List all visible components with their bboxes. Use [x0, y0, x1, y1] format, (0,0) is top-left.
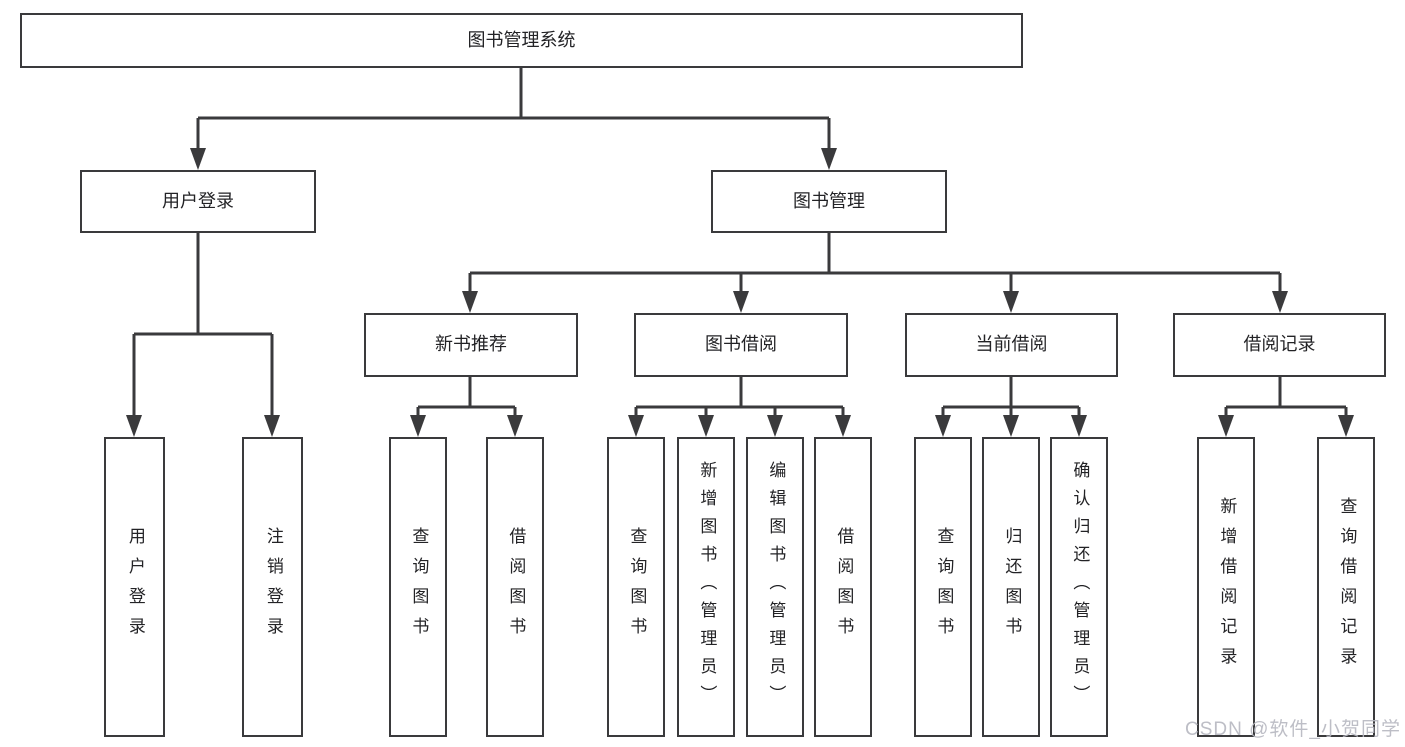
node-book-borrowing-label: 图书借阅: [705, 334, 777, 355]
leaf-confirm-return-admin-label: 确认归还（管理员）: [1070, 461, 1090, 713]
leaf-query-books-current: 查询图书: [914, 437, 972, 737]
leaf-logout-label: 注销登录: [263, 527, 283, 647]
leaf-borrow-books-recommend: 借阅图书: [486, 437, 544, 737]
node-borrowing-records: 借阅记录: [1173, 313, 1386, 377]
leaf-user-login: 用户登录: [104, 437, 165, 737]
leaf-query-books-recommend-label: 查询图书: [409, 527, 429, 647]
node-current-borrowing: 当前借阅: [905, 313, 1118, 377]
node-new-book-recommend: 新书推荐: [364, 313, 578, 377]
leaf-confirm-return-admin: 确认归还（管理员）: [1050, 437, 1108, 737]
node-root-system-label: 图书管理系统: [467, 29, 576, 50]
node-book-borrowing: 图书借阅: [634, 313, 848, 377]
leaf-edit-book-admin: 编辑图书（管理员）: [746, 437, 804, 737]
leaf-borrow-books-borrowing: 借阅图书: [814, 437, 872, 737]
node-user-login-label: 用户登录: [162, 190, 234, 211]
leaf-add-borrow-record: 新增借阅记录: [1197, 437, 1255, 737]
leaf-return-books: 归还图书: [982, 437, 1040, 737]
leaf-query-books-recommend: 查询图书: [389, 437, 447, 737]
leaf-add-book-admin: 新增图书（管理员）: [677, 437, 735, 737]
leaf-query-borrow-record: 查询借阅记录: [1317, 437, 1375, 737]
node-borrowing-records-label: 借阅记录: [1243, 334, 1316, 355]
node-new-book-recommend-label: 新书推荐: [435, 334, 507, 355]
leaf-user-login-label: 用户登录: [125, 527, 145, 647]
node-current-borrowing-label: 当前借阅: [975, 334, 1048, 355]
leaf-return-books-label: 归还图书: [1002, 527, 1022, 647]
node-root-system: 图书管理系统: [20, 13, 1023, 68]
leaf-add-borrow-record-label: 新增借阅记录: [1217, 497, 1237, 677]
leaf-query-books-borrowing: 查询图书: [607, 437, 665, 737]
leaf-edit-book-admin-label: 编辑图书（管理员）: [766, 461, 786, 713]
node-user-login: 用户登录: [80, 170, 316, 233]
leaf-query-books-borrowing-label: 查询图书: [627, 527, 647, 647]
node-book-management-label: 图书管理: [793, 190, 865, 211]
leaf-borrow-books-borrowing-label: 借阅图书: [834, 527, 854, 647]
leaf-query-borrow-record-label: 查询借阅记录: [1337, 497, 1357, 677]
node-book-management: 图书管理: [711, 170, 947, 233]
leaf-query-books-current-label: 查询图书: [934, 527, 954, 647]
leaf-logout: 注销登录: [242, 437, 303, 737]
leaf-add-book-admin-label: 新增图书（管理员）: [697, 461, 717, 713]
csdn-watermark: CSDN @软件_小贺同学: [1185, 719, 1401, 740]
leaf-borrow-books-recommend-label: 借阅图书: [506, 527, 526, 647]
